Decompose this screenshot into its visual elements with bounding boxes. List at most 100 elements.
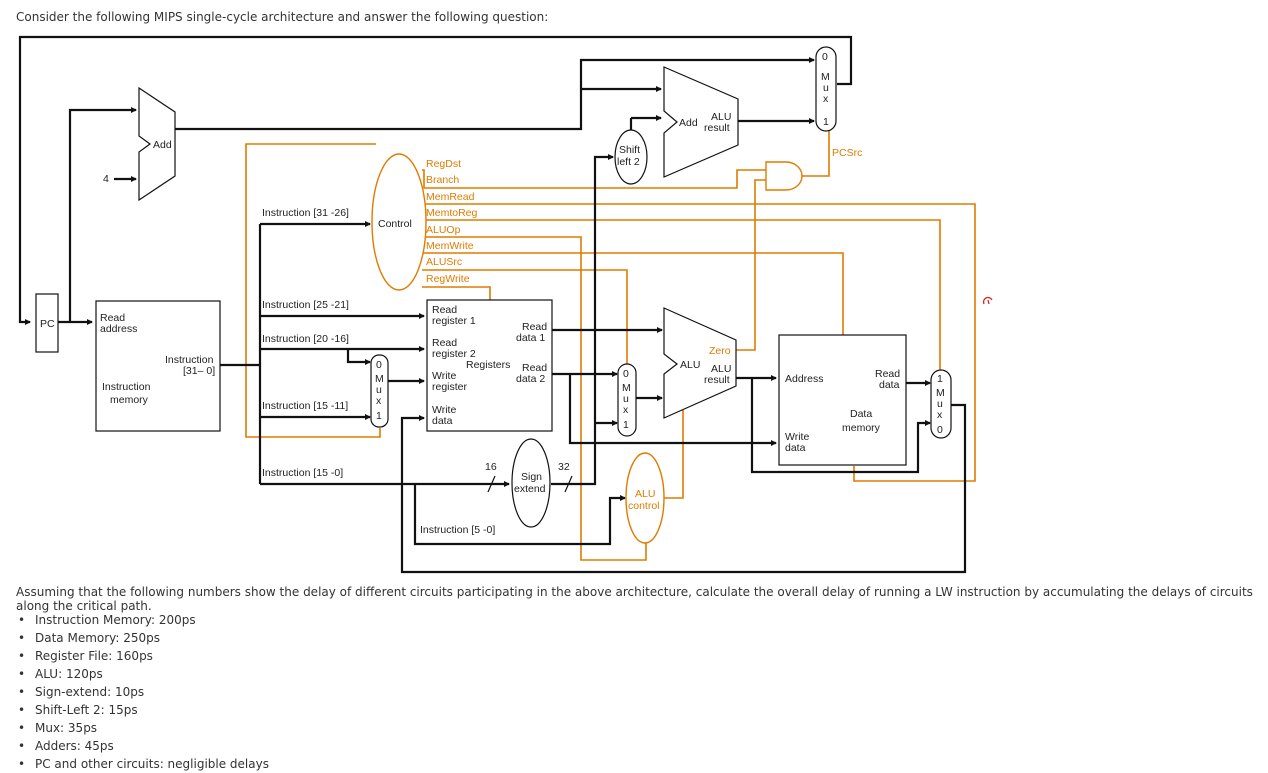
signal-memwrite: MemWrite bbox=[426, 240, 474, 252]
list-item: PC and other circuits: negligible delays bbox=[18, 755, 269, 773]
reg-rdata2-2: data 2 bbox=[516, 373, 545, 385]
alusrc-mux-u: u bbox=[623, 393, 629, 405]
reg-wdata-2: data bbox=[432, 415, 453, 427]
reg-read1-1: Read bbox=[432, 304, 457, 316]
dm-write-2: data bbox=[785, 442, 806, 454]
signal-memread: MemRead bbox=[426, 191, 475, 203]
reg-write-2: register bbox=[432, 381, 468, 393]
reg-wdata-1: Write bbox=[432, 404, 456, 416]
field-5-0: Instruction [5 -0] bbox=[420, 524, 495, 536]
field-15-0: Instruction [15 -0] bbox=[262, 467, 343, 479]
sign-label-2: extend bbox=[514, 483, 546, 495]
memtoreg-mux-0: 0 bbox=[937, 424, 943, 436]
pcsrc-label: PCSrc bbox=[832, 147, 862, 159]
reg-rdata1-2: data 1 bbox=[516, 332, 545, 344]
pc-register bbox=[35, 293, 59, 353]
add-label-top: Add bbox=[153, 139, 172, 151]
alu-result-1: ALU bbox=[711, 363, 731, 375]
alu-control-2: control bbox=[628, 500, 660, 512]
control-unit bbox=[371, 153, 427, 291]
pcsrc-mux-m: M bbox=[821, 71, 830, 83]
alusrc-mux-1: 1 bbox=[623, 419, 629, 431]
list-item: Instruction Memory: 200ps bbox=[18, 611, 269, 629]
dm-address: Address bbox=[785, 373, 824, 385]
field-31-26: Instruction [31 -26] bbox=[262, 207, 349, 219]
list-item: Adders: 45ps bbox=[18, 737, 269, 755]
sign-label-1: Sign bbox=[521, 471, 542, 483]
control-signal-labels: RegDst Branch MemRead MemtoReg ALUOp Mem… bbox=[426, 158, 478, 285]
signal-regdst: RegDst bbox=[426, 158, 461, 170]
memtoreg-mux-m: M bbox=[936, 387, 945, 399]
im-instr-1: Instruction bbox=[165, 354, 214, 366]
list-item: Shift-Left 2: 15ps bbox=[18, 701, 269, 719]
shift-label-1: Shift bbox=[619, 144, 640, 156]
regdst-mux bbox=[370, 354, 389, 428]
pcsrc-mux-1: 1 bbox=[823, 116, 829, 128]
sign-extend bbox=[511, 438, 551, 528]
alusrc-mux bbox=[617, 363, 637, 437]
zero-label: Zero bbox=[709, 345, 731, 357]
dm-read-2: data bbox=[879, 379, 900, 391]
bus-slash-16 bbox=[487, 475, 496, 493]
pcsrc-mux bbox=[815, 46, 837, 132]
im-read-1: Read bbox=[100, 312, 125, 324]
control-wires bbox=[245, 130, 976, 561]
reg-rdata1-1: Read bbox=[522, 321, 547, 333]
branch-alu-result-2: result bbox=[704, 122, 730, 134]
alu-label: ALU bbox=[680, 359, 700, 371]
datapath-wires bbox=[18, 35, 967, 574]
question-text: Consider the following MIPS single-cycle… bbox=[16, 10, 549, 24]
bits-16: 16 bbox=[485, 461, 497, 473]
branch-alu-result-1: ALU bbox=[711, 111, 731, 123]
im-read-2: address bbox=[100, 323, 137, 335]
alusrc-mux-m: M bbox=[622, 382, 631, 394]
im-instr-2: [31– 0] bbox=[183, 365, 215, 377]
instruction-memory bbox=[95, 300, 221, 432]
pcsrc-mux-x: x bbox=[823, 93, 829, 105]
regdst-mux-u: u bbox=[376, 384, 382, 396]
list-item: Mux: 35ps bbox=[18, 719, 269, 737]
signal-alusrc: ALUSrc bbox=[426, 256, 462, 268]
reg-rdata2-1: Read bbox=[522, 362, 547, 374]
memtoreg-mux-1: 1 bbox=[937, 373, 943, 385]
field-25-21: Instruction [25 -21] bbox=[262, 299, 349, 311]
branch-adder bbox=[663, 66, 739, 178]
pcsrc-mux-0: 0 bbox=[822, 51, 828, 63]
pc-label: PC bbox=[40, 318, 55, 330]
pc-adder bbox=[138, 86, 176, 202]
reg-write-1: Write bbox=[432, 370, 456, 382]
control-label: Control bbox=[378, 218, 412, 230]
memtoreg-mux-u: u bbox=[937, 398, 943, 410]
register-file bbox=[426, 299, 553, 432]
list-item: Register File: 160ps bbox=[18, 647, 269, 665]
signal-memtoreg: MemtoReg bbox=[426, 207, 478, 219]
shift-left-2 bbox=[614, 129, 648, 185]
branch-and-gate bbox=[765, 161, 803, 191]
reg-read2-2: register 2 bbox=[432, 348, 476, 360]
red-mark-icon bbox=[982, 296, 993, 305]
alusrc-mux-0: 0 bbox=[623, 368, 629, 380]
add-label-branch: Add bbox=[679, 117, 698, 129]
alu-control bbox=[625, 452, 665, 544]
im-name-1: Instruction bbox=[102, 381, 151, 393]
alusrc-mux-x: x bbox=[623, 404, 629, 416]
memtoreg-mux bbox=[930, 369, 952, 439]
regdst-mux-m: M bbox=[375, 373, 384, 385]
alu-result-2: result bbox=[704, 374, 730, 386]
im-name-2: memory bbox=[110, 394, 149, 406]
assumption-text: Assuming that the following numbers show… bbox=[16, 585, 1253, 613]
field-20-16: Instruction [20 -16] bbox=[262, 333, 349, 345]
dm-name-2: memory bbox=[842, 422, 881, 434]
regdst-mux-0: 0 bbox=[376, 359, 382, 371]
reg-read1-2: register 1 bbox=[432, 315, 476, 327]
mips-datapath-diagram: PC Add 4 Add ALU result Shift left 2 0 M… bbox=[18, 35, 993, 574]
alu-control-1: ALU bbox=[635, 488, 655, 500]
pcsrc-mux-u: u bbox=[823, 82, 829, 94]
main-alu bbox=[663, 307, 737, 419]
regdst-mux-1: 1 bbox=[376, 410, 382, 422]
dm-write-1: Write bbox=[785, 431, 809, 443]
memtoreg-mux-x: x bbox=[937, 409, 943, 421]
data-memory bbox=[778, 334, 907, 466]
list-item: Sign-extend: 10ps bbox=[18, 683, 269, 701]
signal-aluop: ALUOp bbox=[426, 224, 461, 236]
